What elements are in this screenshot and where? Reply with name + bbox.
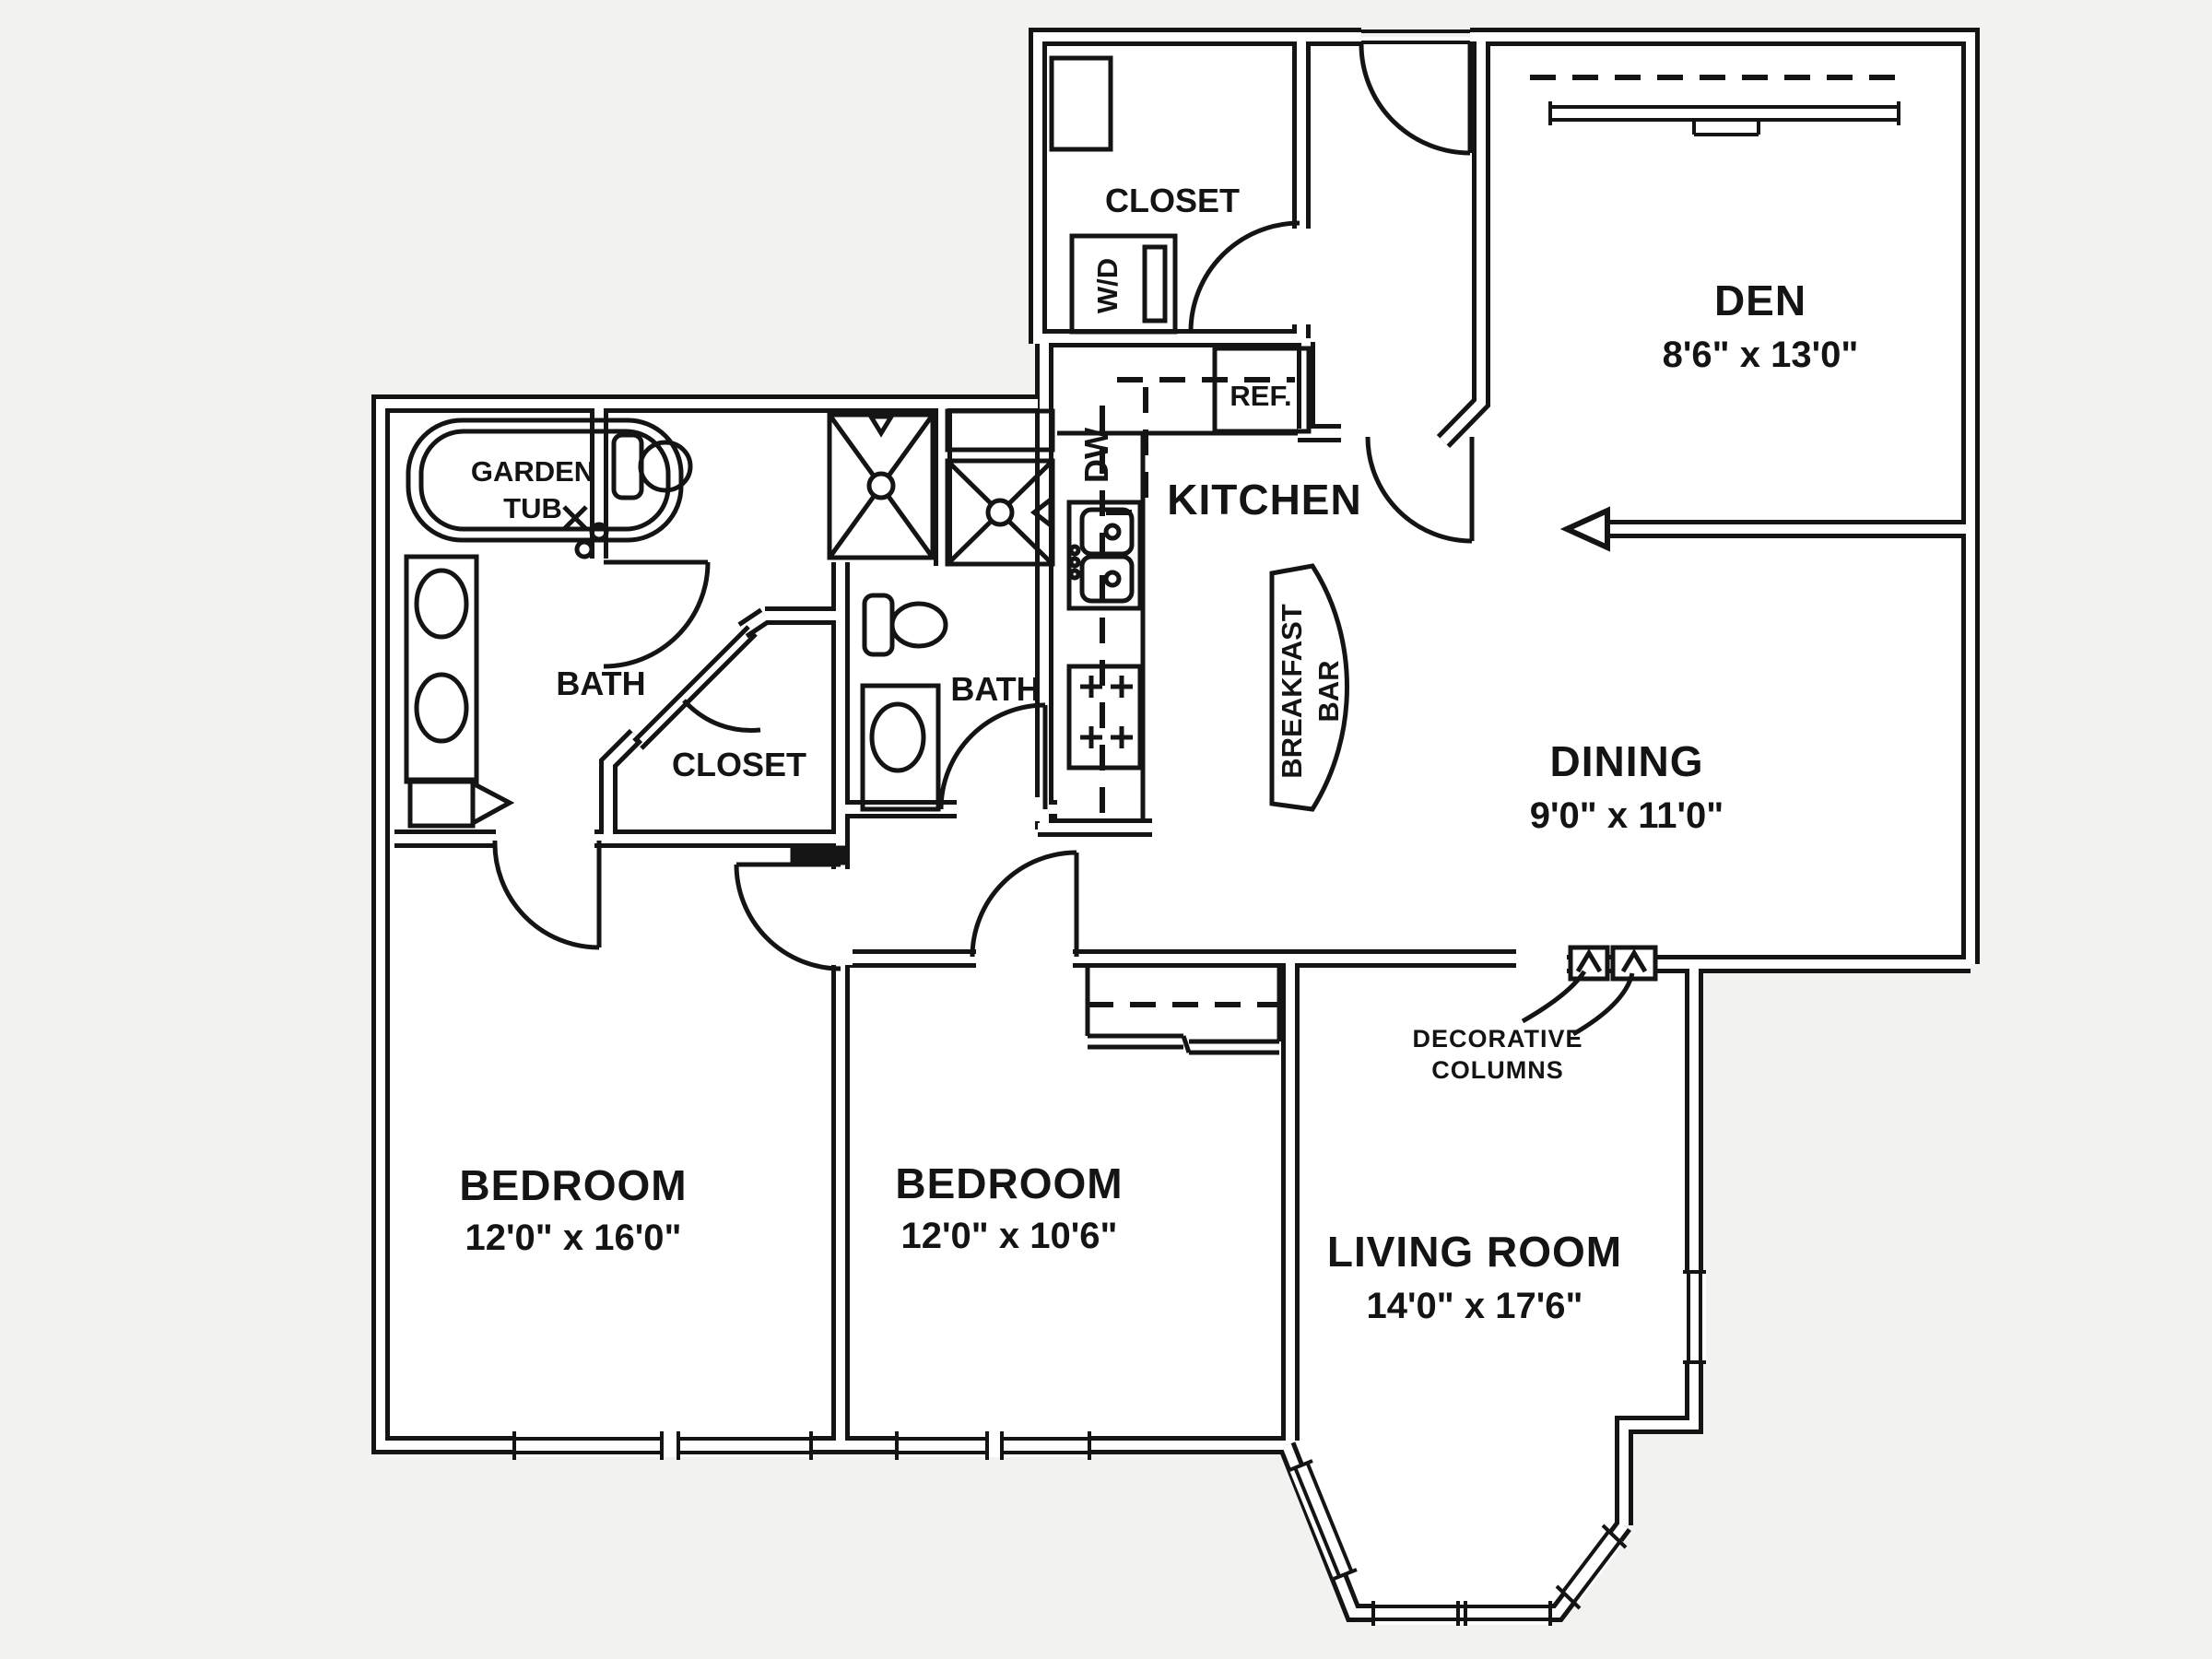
label-living-dims: 14'0" x 17'6": [1367, 1286, 1583, 1326]
doors: [492, 43, 1475, 971]
label-garden-tub-2: TUB: [503, 492, 562, 524]
garden-tub: [406, 418, 684, 559]
walkin-closet-bifold-door: [632, 625, 761, 750]
bath1-door: [603, 559, 711, 669]
label-dining-name: DINING: [1550, 737, 1704, 785]
label-dishwasher: DW: [1077, 428, 1115, 483]
bath2-cabinet: [945, 408, 1055, 453]
label-dining-dims: 9'0" x 11'0": [1530, 795, 1724, 836]
wall-arrow-tip: [1559, 506, 1610, 552]
laundry-closet-door: [1188, 220, 1300, 333]
annotation-arrow-1: [1521, 970, 1587, 1024]
label-walkin-closet: CLOSET: [672, 746, 806, 783]
label-bath2: BATH: [950, 670, 1040, 708]
label-bedroom1-name: BEDROOM: [459, 1161, 687, 1209]
decorative-columns: [1521, 945, 1658, 1037]
dining-hall-door: [1365, 436, 1475, 544]
fixtures: [404, 55, 1349, 1055]
toilet-bath2: [862, 593, 948, 657]
bath2-door: [938, 702, 1048, 810]
label-bedroom1-dims: 12'0" x 16'0": [465, 1218, 682, 1258]
dashed-lines: [1088, 75, 1900, 1007]
toilet-master: [611, 432, 693, 500]
label-den-name: DEN: [1714, 276, 1806, 324]
breakfast-bar-counter: [1269, 563, 1349, 812]
shower-bath2: [945, 458, 1055, 567]
label-den-dims: 8'6" x 13'0": [1663, 335, 1859, 375]
entry-door: [1359, 43, 1473, 156]
kitchen-counters: [1057, 430, 1298, 823]
dishwasher-dashed: [1106, 387, 1148, 515]
utility-box: [1049, 55, 1113, 152]
label-decorative-columns-2: COLUMNS: [1431, 1056, 1564, 1084]
vanity-bath2: [860, 683, 941, 812]
shower-master: [827, 412, 935, 560]
label-kitchen: KITCHEN: [1167, 476, 1361, 524]
door-jamb-stub: [790, 845, 848, 865]
label-refrigerator: REF.: [1230, 380, 1291, 412]
bedroom2-door: [970, 850, 1079, 958]
annotation-arrow-2: [1571, 972, 1635, 1037]
label-decorative-columns-1: DECORATIVE: [1412, 1025, 1583, 1053]
label-breakfast-bar-2: BAR: [1312, 660, 1345, 722]
unit-floor: [381, 37, 1971, 1613]
label-bedroom2-name: BEDROOM: [895, 1159, 1123, 1207]
kitchen-sink: [1066, 500, 1143, 611]
washer-dryer-unit: [1069, 233, 1178, 335]
label-breakfast-bar-1: BREAKFAST: [1276, 604, 1308, 779]
linen-closet: [407, 777, 515, 829]
windows: [512, 29, 1900, 1626]
label-garden-tub-1: GARDEN: [471, 455, 594, 488]
master-suite-door: [492, 840, 602, 950]
label-bath1: BATH: [556, 665, 645, 702]
label-bedroom2-dims: 12'0" x 10'6": [901, 1216, 1118, 1256]
label-living-name: LIVING ROOM: [1327, 1228, 1622, 1276]
label-laundry-closet: CLOSET: [1105, 182, 1240, 219]
label-washer-dryer: W/D: [1091, 258, 1124, 313]
